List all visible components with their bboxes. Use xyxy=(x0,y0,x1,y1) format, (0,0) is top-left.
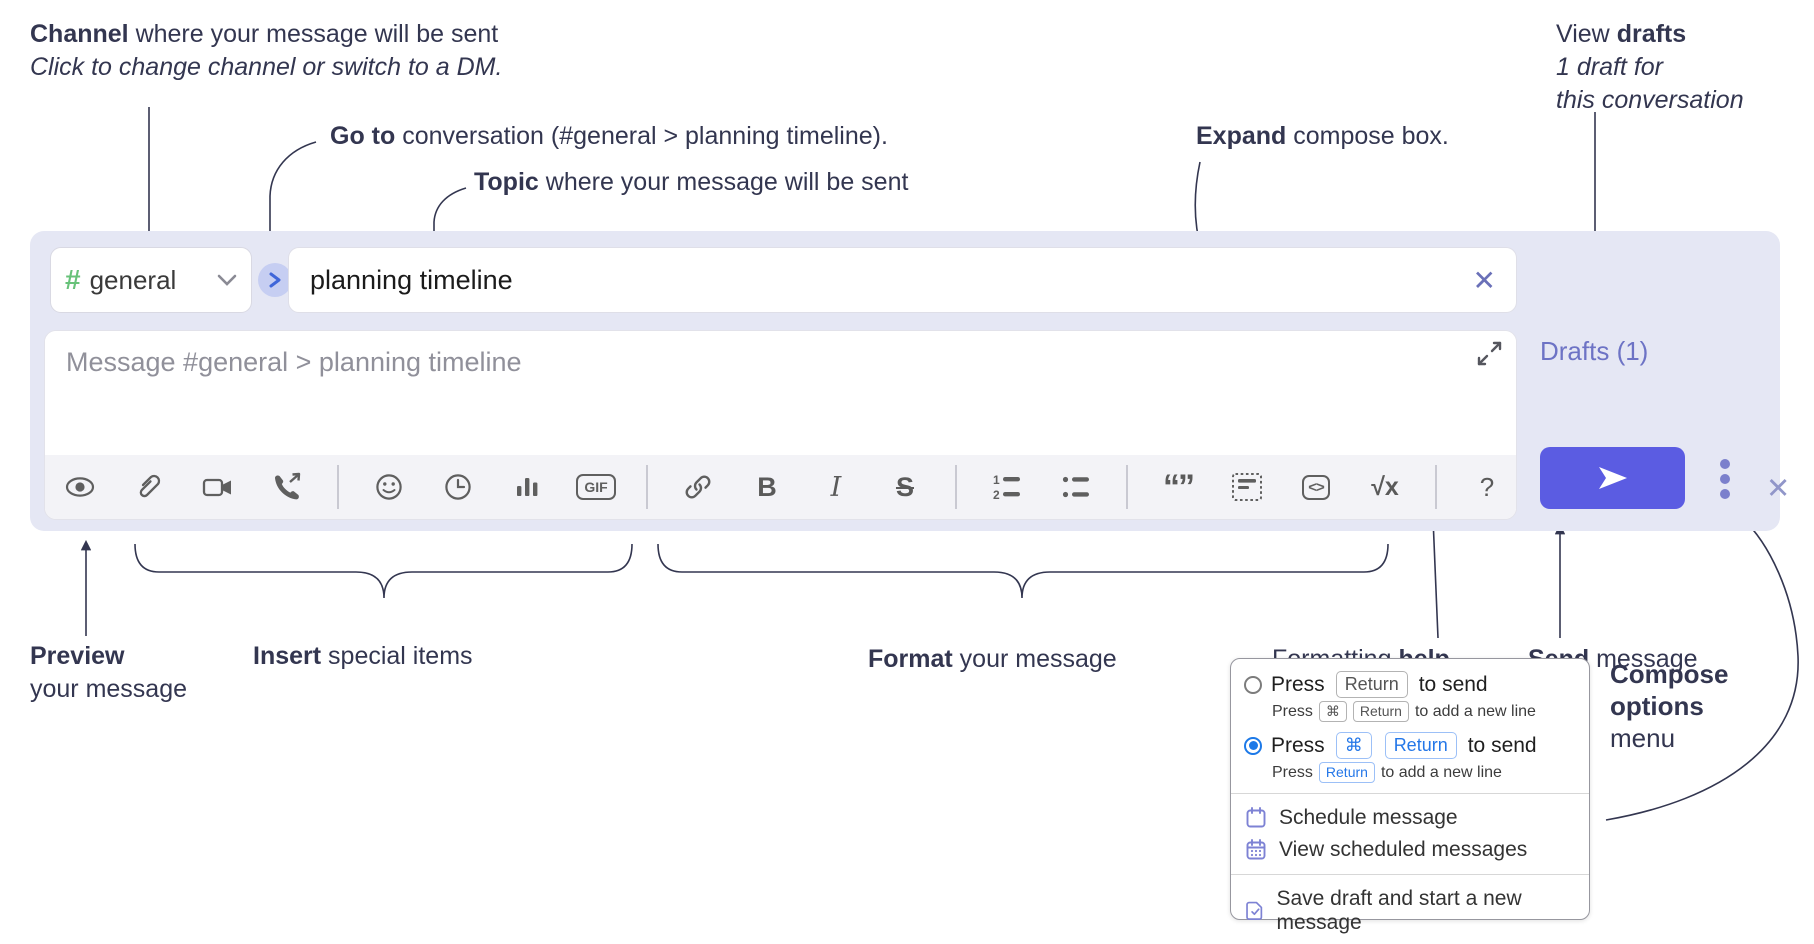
key-cmd: ⌘ xyxy=(1335,732,1372,759)
expand-compose-icon[interactable] xyxy=(1476,340,1503,372)
insert-brace xyxy=(134,543,633,599)
time-icon[interactable] xyxy=(439,466,477,508)
hash-icon: # xyxy=(65,264,81,295)
close-compose-icon[interactable]: ✕ xyxy=(1766,473,1791,505)
link-icon[interactable] xyxy=(679,466,717,508)
video-call-icon[interactable] xyxy=(199,466,237,508)
menu-item-label: Schedule message xyxy=(1279,806,1458,829)
strikethrough-icon[interactable]: S xyxy=(895,471,914,502)
radio-checked-icon[interactable] xyxy=(1244,736,1262,755)
enter-sends-option[interactable]: Press Return to send xyxy=(1244,671,1575,698)
poll-icon[interactable] xyxy=(508,466,546,508)
preview-annotation: Preview your message xyxy=(30,642,188,703)
compose-options-popup: Press Return to send Press ⌘ Return to a… xyxy=(1230,658,1590,934)
goto-annotation: Go to conversation (#general > planning … xyxy=(330,122,888,150)
goto-arrow xyxy=(264,141,317,243)
compose-options-menu-button[interactable] xyxy=(1717,457,1733,506)
code-icon[interactable]: <> xyxy=(1297,466,1335,508)
view-scheduled-messages-item[interactable]: View scheduled messages xyxy=(1244,834,1575,866)
preview-icon[interactable] xyxy=(61,466,99,508)
channel-annotation: Channel where your message will be sent … xyxy=(30,20,503,81)
math-icon[interactable]: √x xyxy=(1371,472,1399,501)
message-input[interactable] xyxy=(45,331,1516,455)
popup-divider xyxy=(1231,874,1589,875)
format-brace xyxy=(657,543,1389,599)
popup-divider xyxy=(1231,793,1589,794)
topic-annotation: Topic where your message will be sent xyxy=(474,168,909,196)
option-text: to send xyxy=(1418,672,1488,696)
message-area: GIF B I S 12 “” <> √x ? xyxy=(44,330,1517,520)
chevron-right-icon xyxy=(269,272,281,288)
svg-text:1: 1 xyxy=(993,473,1000,487)
channel-selector[interactable]: # general xyxy=(50,247,252,313)
clear-topic-icon[interactable]: ✕ xyxy=(1472,264,1496,296)
emoji-icon[interactable] xyxy=(370,466,408,508)
toolbar-divider xyxy=(646,465,648,509)
option-text: Press xyxy=(1271,733,1325,757)
expand-annotation: Expand compose box. xyxy=(1196,122,1449,150)
message-formatting-help-icon[interactable]: ? xyxy=(1479,471,1495,502)
schedule-message-item[interactable]: Schedule message xyxy=(1244,802,1575,834)
calendar-grid-icon xyxy=(1246,839,1266,860)
enter-sends-subtext: Press ⌘ Return to add a new line xyxy=(1272,701,1575,722)
format-annotation: Format your message xyxy=(868,645,1117,673)
toolbar-divider xyxy=(337,465,339,509)
insert-annotation: Insert special items xyxy=(253,642,473,670)
italic-icon[interactable]: I xyxy=(830,471,842,503)
toolbar-divider xyxy=(1435,465,1437,509)
gif-icon[interactable]: GIF xyxy=(576,466,616,508)
save-draft-item[interactable]: Save draft and start a new message xyxy=(1244,883,1575,939)
spoiler-icon[interactable] xyxy=(1228,466,1266,508)
key-return: Return xyxy=(1335,671,1408,698)
go-to-conversation-button[interactable] xyxy=(258,263,292,297)
key-return: Return xyxy=(1318,762,1375,783)
menu-item-label: Save draft and start a new message xyxy=(1276,887,1522,934)
quote-icon[interactable]: “” xyxy=(1163,467,1195,506)
channel-name: general xyxy=(89,264,177,295)
svg-text:2: 2 xyxy=(993,488,1000,502)
calendar-icon xyxy=(1246,807,1266,828)
topic-input-box: ✕ xyxy=(288,247,1517,313)
help-line xyxy=(1428,515,1439,639)
topic-input[interactable] xyxy=(289,264,1453,296)
drafts-link[interactable]: Drafts (1) xyxy=(1540,336,1649,366)
chevron-down-icon xyxy=(217,274,237,286)
drafts-annotation: View drafts 1 draft for this conversatio… xyxy=(1556,20,1744,114)
cmd-enter-sends-subtext: Press Return to add a new line xyxy=(1272,762,1575,783)
radio-unchecked-icon[interactable] xyxy=(1244,675,1262,694)
send-button[interactable] xyxy=(1540,447,1685,509)
key-return: Return xyxy=(1384,732,1457,759)
option-text: Press xyxy=(1271,672,1325,696)
compose-options-annotation: Compose options menu xyxy=(1610,659,1729,753)
key-cmd: ⌘ xyxy=(1318,701,1347,722)
option-text: to send xyxy=(1467,733,1537,757)
save-draft-icon xyxy=(1246,901,1263,920)
menu-item-label: View scheduled messages xyxy=(1279,838,1528,861)
toolbar-divider xyxy=(1126,465,1128,509)
key-return: Return xyxy=(1352,701,1409,722)
toolbar-divider xyxy=(955,465,957,509)
voice-call-icon[interactable] xyxy=(268,466,306,508)
send-icon xyxy=(1598,467,1627,489)
attach-file-icon[interactable] xyxy=(130,466,168,508)
cmd-enter-sends-option[interactable]: Press ⌘ Return to send xyxy=(1244,732,1575,759)
bold-icon[interactable]: B xyxy=(757,471,777,502)
bulleted-list-icon[interactable] xyxy=(1057,466,1095,508)
